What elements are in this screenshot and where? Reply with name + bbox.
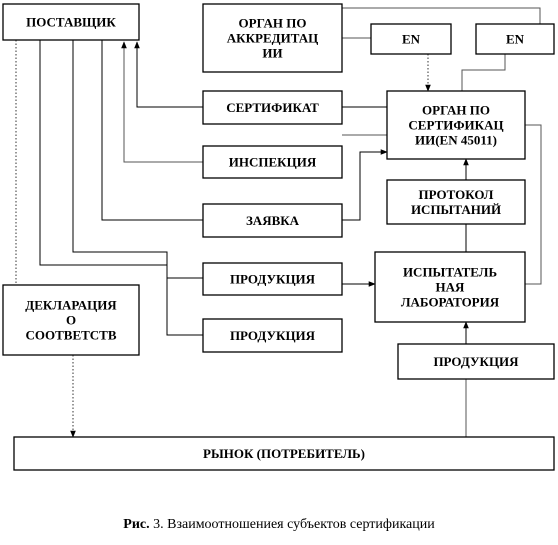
supplier-label-line: ПОСТАВЩИК — [26, 15, 116, 30]
application-label-line: ЗАЯВКА — [246, 213, 300, 228]
market-frame — [13, 436, 555, 471]
product-1-frame — [202, 262, 343, 296]
en-left-label-line: EN — [402, 32, 421, 47]
en-right-frame — [475, 23, 555, 55]
supplier-frame — [2, 3, 140, 41]
certification-body-label-line: СЕРТИФИКАЦ — [408, 118, 503, 133]
certificate-to-supplier-line — [134, 41, 203, 108]
cert-body-to-lab-side-line — [525, 124, 542, 285]
accreditation-body-label-line: ОРГАН ПО — [239, 16, 307, 31]
inspection-to-supplier-line — [121, 41, 203, 163]
inspection-label-line: ИНСПЕКЦИЯ — [229, 155, 317, 170]
application-frame — [202, 203, 343, 238]
market-box: РЫНОК (ПОТРЕБИТЕЛЬ) — [13, 436, 555, 471]
figure-caption-prefix: Рис. — [123, 517, 149, 532]
certificate-frame — [202, 90, 343, 125]
declaration-label-line: О — [66, 313, 76, 328]
inspection-frame — [202, 145, 343, 179]
testing-lab-label-line: НАЯ — [436, 280, 466, 295]
en-right-box: EN — [475, 23, 555, 55]
en-right-to-lab-line — [461, 54, 506, 91]
certificate-box: СЕРТИФИКАТ — [202, 90, 343, 125]
supplier-box: ПОСТАВЩИК — [2, 3, 140, 41]
market-label-line: РЫНОК (ПОТРЕБИТЕЛЬ) — [203, 446, 365, 461]
certificate-label-line: СЕРТИФИКАТ — [226, 100, 319, 115]
product-3-frame — [397, 343, 555, 380]
declaration-label-line: СООТВЕТСТВ — [25, 328, 116, 343]
figure-caption: Рис. 3. Взаимоотношениея субъектов серти… — [123, 517, 435, 532]
en-left-frame — [370, 23, 452, 55]
accreditation-body-frame — [202, 3, 343, 73]
certification-body-label-line: ИИ(EN 45011) — [415, 133, 497, 148]
application-to-cert-body-line — [342, 149, 388, 221]
accreditation-body-label-line: АККРЕДИТАЦ — [227, 31, 318, 46]
product-2-box: ПРОДУКЦИЯ — [202, 318, 343, 353]
supplier-to-product-1-line — [72, 40, 203, 279]
testing-lab-label-line: ЛАБОРАТОРИЯ — [401, 295, 500, 310]
figure-caption-text: 3. Взаимоотношениея субъектов сертификац… — [150, 517, 436, 532]
accreditation-to-en-right-line — [342, 7, 541, 24]
certification-body-label-line: ОРГАН ПО — [422, 103, 490, 118]
product-2-frame — [202, 318, 343, 353]
declaration-label-line: ДЕКЛАРАЦИЯ — [25, 298, 117, 313]
test-report-label-line: ПРОТОКОЛ — [419, 187, 494, 202]
en-left-box: EN — [370, 23, 452, 55]
en-right-label-line: EN — [506, 32, 525, 47]
product-1-box: ПРОДУКЦИЯ — [202, 262, 343, 296]
accreditation-body-label-line: ИИ — [262, 46, 282, 61]
product-3-label-line: ПРОДУКЦИЯ — [433, 354, 519, 369]
supplier-to-product-2-line — [39, 40, 203, 336]
connectors — [15, 7, 542, 438]
test-report-label-line: ИСПЫТАНИЙ — [411, 202, 501, 217]
testing-lab-label-line: ИСПЫТАТЕЛЬ — [403, 265, 497, 280]
application-box: ЗАЯВКА — [202, 203, 343, 238]
certification-body-frame — [386, 90, 526, 160]
product-1-label-line: ПРОДУКЦИЯ — [230, 272, 316, 287]
inspection-box: ИНСПЕКЦИЯ — [202, 145, 343, 179]
test-report-frame — [386, 179, 526, 225]
supplier-to-application-line — [101, 40, 203, 221]
product-2-label-line: ПРОДУКЦИЯ — [230, 328, 316, 343]
product-3-box: ПРОДУКЦИЯ — [397, 343, 555, 380]
testing-lab-frame — [374, 251, 526, 323]
declaration-frame — [2, 284, 140, 356]
